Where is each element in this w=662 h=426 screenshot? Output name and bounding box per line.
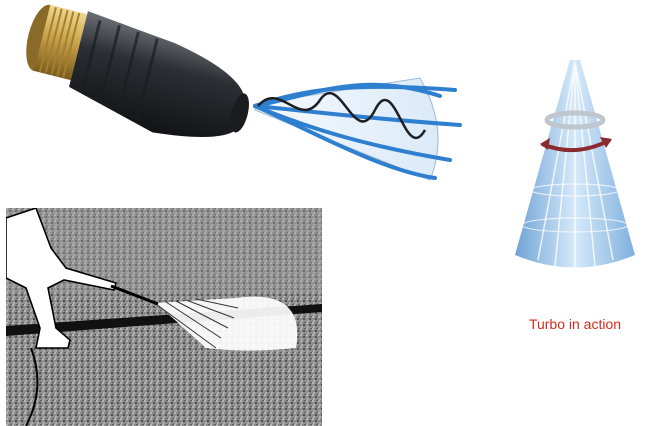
turbo-caption: Turbo in action — [500, 316, 650, 332]
pressure-washing-sketch-icon — [6, 208, 322, 426]
rotating-spray-cone-icon — [500, 40, 650, 300]
turbo-nozzle-icon — [0, 0, 480, 200]
